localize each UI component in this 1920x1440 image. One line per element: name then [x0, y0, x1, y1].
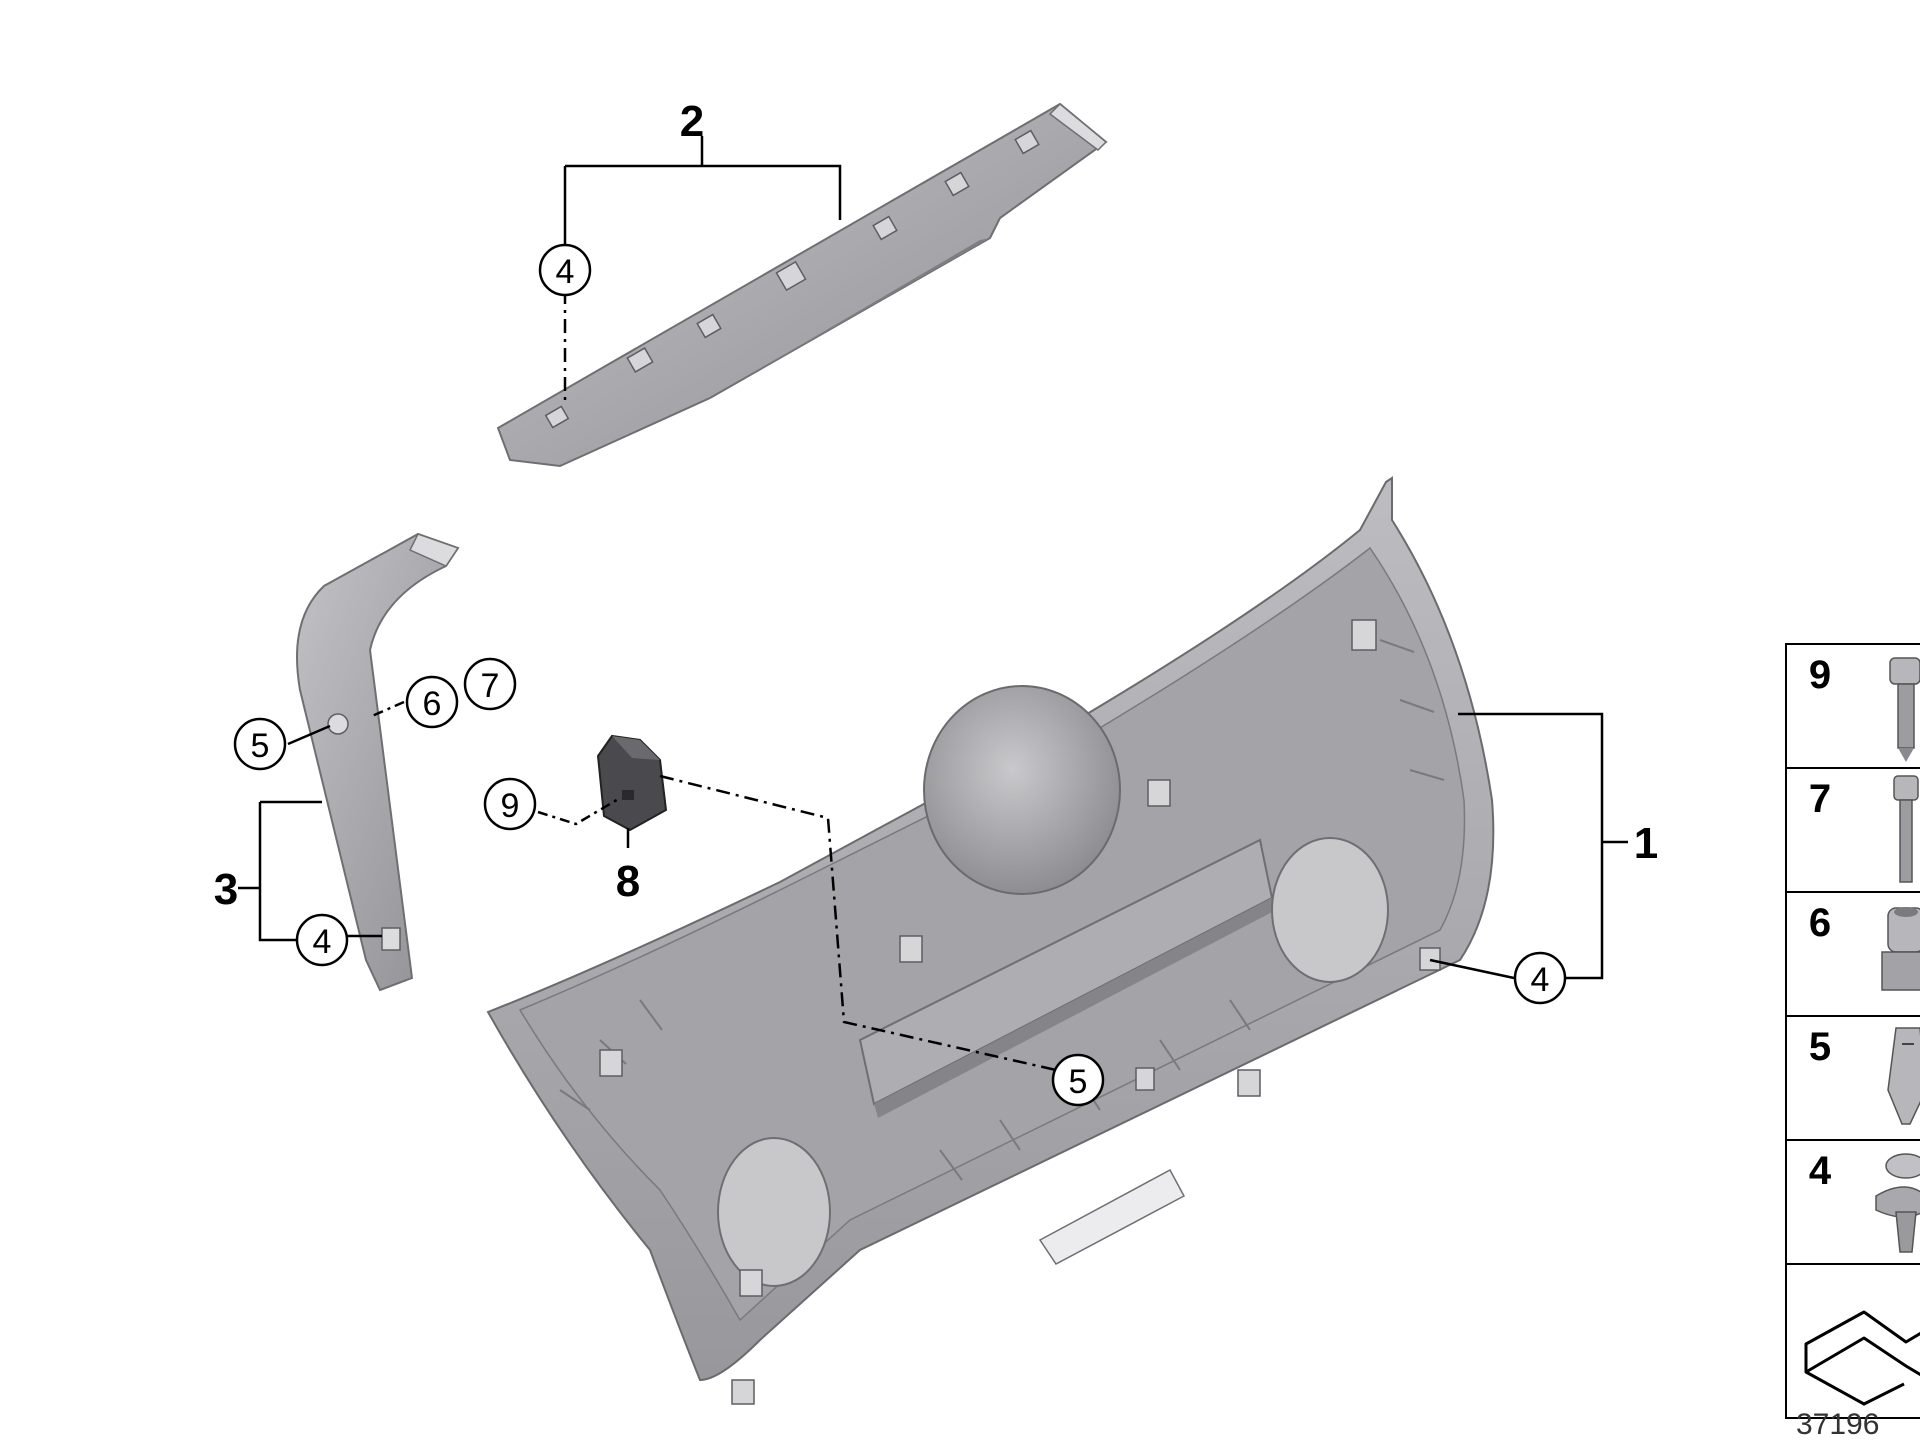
grommet-nut-icon	[1881, 907, 1920, 991]
long-screw-icon	[1893, 775, 1919, 883]
svg-text:4: 4	[1531, 961, 1550, 999]
legend-number-9: 9	[1809, 653, 1831, 697]
callout-7: 7	[463, 657, 517, 711]
callout-5-left: 5	[233, 717, 287, 771]
small-bracket	[596, 734, 668, 832]
legend-number-5: 5	[1809, 1025, 1831, 1069]
callout-4-right: 4	[1513, 951, 1567, 1005]
upper-trim-strip	[496, 102, 1108, 468]
callout-6: 6	[405, 675, 459, 729]
callout-9: 9	[483, 777, 537, 831]
fastener-legend-table: 9 7 6 5 4	[1785, 643, 1920, 1419]
handle-cup-left	[717, 1137, 831, 1287]
legend-number-6: 6	[1809, 901, 1831, 945]
part-number-8: 8	[616, 857, 640, 906]
tailgate-inner-panel	[486, 476, 1495, 1405]
svg-text:9: 9	[501, 787, 520, 825]
tailgate-arrow-icon	[1804, 1310, 1920, 1406]
spring-nut-icon	[1887, 1027, 1920, 1125]
svg-text:4: 4	[556, 253, 575, 291]
svg-text:6: 6	[423, 685, 442, 723]
part-number-2: 2	[680, 97, 704, 146]
part-number-1: 1	[1634, 819, 1658, 868]
legend-number-4: 4	[1809, 1149, 1832, 1193]
leader-lines	[238, 136, 1628, 1072]
side-pillar-trim	[296, 532, 460, 992]
part-number-3: 3	[214, 865, 238, 914]
legend-number-7: 7	[1809, 777, 1831, 821]
lock-housing-dome	[923, 685, 1121, 895]
svg-text:5: 5	[251, 727, 270, 765]
svg-text:7: 7	[481, 667, 500, 705]
expanding-clip-icon	[1875, 1153, 1920, 1253]
figure-number: 37196	[1796, 1408, 1879, 1440]
callout-4-left: 4	[295, 913, 349, 967]
handle-cup-right	[1271, 837, 1389, 983]
callout-4-top: 4	[538, 243, 592, 297]
svg-text:4: 4	[313, 923, 332, 961]
svg-text:5: 5	[1069, 1063, 1088, 1101]
callout-5-center: 5	[1051, 1053, 1105, 1107]
screw-icon	[1889, 657, 1920, 762]
